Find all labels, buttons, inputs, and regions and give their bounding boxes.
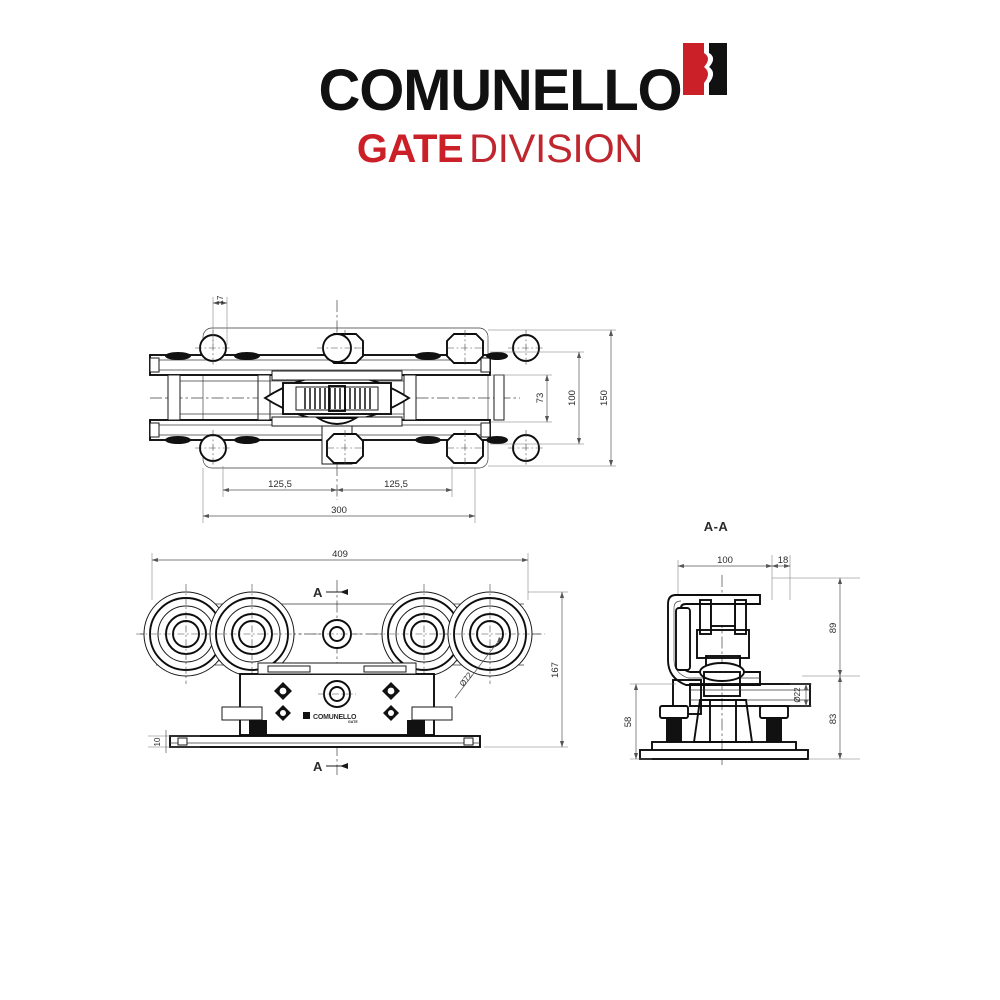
section-lower-body <box>639 699 809 760</box>
wheel <box>374 584 474 684</box>
body-brand-subtext: GATE <box>348 720 358 724</box>
dim-150-label: 150 <box>599 390 610 406</box>
dim-100-sec: 100 <box>677 555 773 600</box>
section-mark-top-label: A <box>313 585 323 600</box>
bolt-head <box>326 330 364 366</box>
fastener <box>382 682 400 700</box>
logo-wordmark: COMUNELLO <box>318 58 683 123</box>
logo-wordmark-row: COMUNELLO <box>318 43 728 123</box>
dim-dia-72-label: Ø72 <box>458 670 475 688</box>
top-view: 17 73 100 150 125,5 <box>149 295 616 523</box>
logo-sub-division: DIVISION <box>469 127 644 171</box>
dim-dia-22: Ø22 <box>790 683 812 707</box>
bolt-head <box>326 430 364 466</box>
section-rail-profile <box>667 594 761 686</box>
dim-125-5-left: 125,5 <box>222 466 338 497</box>
dim-89: 89 <box>772 577 860 677</box>
fastener <box>383 705 399 721</box>
dim-125-5-left-label: 125,5 <box>268 479 292 490</box>
top-view-lower-rail <box>149 419 508 444</box>
dim-73-label: 73 <box>535 393 546 404</box>
front-view-base-plate <box>169 735 481 748</box>
section-mark-bottom-label: A <box>313 759 323 774</box>
dim-dia-22-label: Ø22 <box>793 687 802 703</box>
dim-17: 17 <box>212 295 228 345</box>
front-view: 409 <box>136 549 568 775</box>
bolt-head <box>508 430 544 466</box>
dim-167-label: 167 <box>550 662 561 678</box>
dim-100-sec-label: 100 <box>717 555 733 566</box>
section-shaft <box>672 679 811 715</box>
dim-167: 167 <box>484 591 568 748</box>
body-brand-text: COMUNELLO <box>313 714 357 721</box>
dim-300-label: 300 <box>331 505 347 516</box>
top-view-center-hub <box>263 370 411 465</box>
front-view-wheels <box>136 584 540 684</box>
section-mark-top: A <box>313 585 348 600</box>
dim-58-label: 58 <box>623 717 634 728</box>
section-view-title: A-A <box>704 519 729 534</box>
bolt-head <box>508 330 544 366</box>
comunello-k-mark-icon <box>683 43 728 95</box>
bolt-head <box>195 330 231 366</box>
fastener <box>275 705 291 721</box>
front-view-body: COMUNELLO GATE <box>221 662 453 736</box>
dim-18-label: 18 <box>778 555 789 566</box>
fastener <box>274 682 292 700</box>
dim-10-label: 10 <box>153 737 162 746</box>
bolt-head-center <box>317 333 357 363</box>
top-view-bolts-upper <box>195 330 544 366</box>
wheel <box>440 584 540 684</box>
dim-58: 58 <box>623 683 676 760</box>
dim-dia-72: Ø72 <box>454 637 503 699</box>
dim-100-label: 100 <box>567 390 578 406</box>
dim-125-5-right: 125,5 <box>336 466 453 497</box>
dim-83-label: 83 <box>828 714 839 725</box>
dim-73: 73 <box>490 374 552 423</box>
top-view-upper-rail <box>149 352 508 376</box>
wheel-center-small <box>313 619 361 649</box>
top-view-webs <box>167 374 505 421</box>
bolt-head <box>446 430 484 466</box>
dim-83: 83 <box>808 675 860 760</box>
top-view-bolts-lower <box>195 430 544 466</box>
dim-409: 409 <box>151 549 529 600</box>
logo-sub-gate: GATE <box>356 127 464 171</box>
dim-18: 18 <box>771 555 791 600</box>
dim-150: 150 <box>488 329 616 467</box>
wheel <box>202 584 302 684</box>
section-carriage <box>696 599 750 697</box>
dim-300: 300 <box>202 468 476 523</box>
section-mark-bottom: A <box>313 759 348 774</box>
wheel <box>136 584 236 684</box>
dim-10: 10 <box>148 730 200 753</box>
bolt-head <box>195 430 231 466</box>
dim-100: 100 <box>490 351 584 445</box>
bolt-head <box>446 330 484 366</box>
dim-89-label: 89 <box>828 623 839 634</box>
dim-409-label: 409 <box>332 549 348 560</box>
dim-125-5-right-label: 125,5 <box>384 479 408 490</box>
dim-17-label: 17 <box>216 295 225 304</box>
section-view: A-A 100 18 <box>623 519 860 765</box>
body-brand-mark: COMUNELLO GATE <box>303 712 358 724</box>
